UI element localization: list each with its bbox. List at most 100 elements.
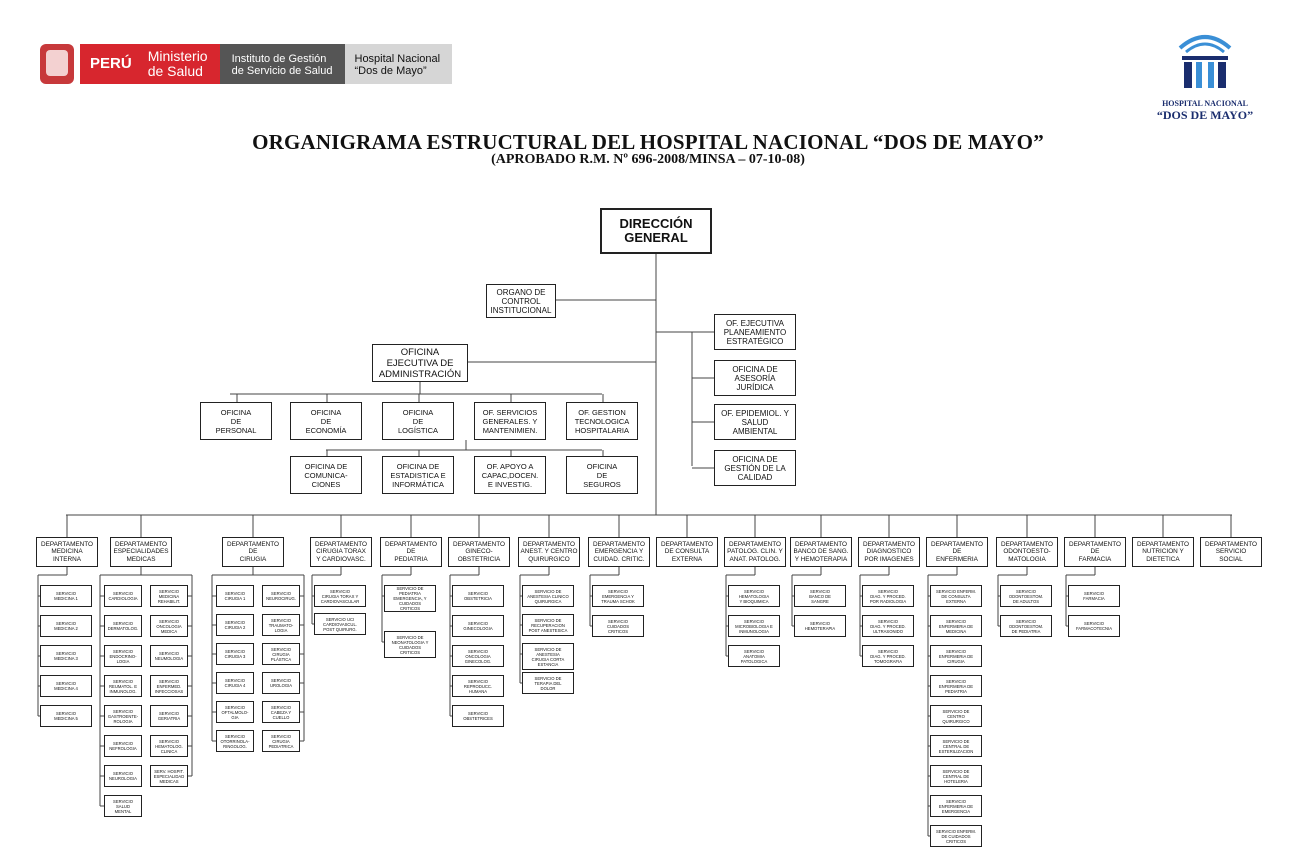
admin-office-4: OF. GESTION TECNOLOGICA HOSPITALARIA xyxy=(566,402,638,440)
hospital-label: Hospital Nacional “Dos de Mayo” xyxy=(344,44,453,84)
service-box: SERVICIO NEUROCIRUG. xyxy=(262,585,300,607)
service-box: SERVICIO DE ANESTESIA CLINICO QUIRURGICA xyxy=(522,585,574,607)
service-box: SERVICIO GERIATRIA xyxy=(150,705,188,727)
service-box: SERVICIO REPRODUCC. HUMANA xyxy=(452,675,504,697)
department-box-4: DEPARTAMENTO DE PEDIATRIA xyxy=(380,537,442,567)
admin-office-2: OFICINA DE LOGÍSTICA xyxy=(382,402,454,440)
department-box-2: DEPARTAMENTO DE CIRUGIA xyxy=(222,537,284,567)
department-box-9: DEPARTAMENTO PATOLOG. CLIN. Y ANAT. PATO… xyxy=(724,537,786,567)
service-box: SERVICIO TRAUMATO- LOGIA xyxy=(262,614,300,636)
department-box-12: DEPARTAMENTO DE ENFERMERIA xyxy=(926,537,988,567)
service-box: SERVICIO DIAG. Y PROCED. ULTRASONIDO xyxy=(862,615,914,637)
department-box-7: DEPARTAMENTO EMERGENCIA Y CUIDAD. CRITIC… xyxy=(588,537,650,567)
service-box: SERVICIO ENFERMERIA DE EMERGENCIA xyxy=(930,795,982,817)
service-box: SERVICIO NEUROLOGIA xyxy=(104,765,142,787)
admin-office-0: OFICINA DE PERSONAL xyxy=(200,402,272,440)
government-logo-bar: PERÚ Ministerio de Salud Instituto de Ge… xyxy=(40,40,453,88)
service-box: SERVICIO UCI CARDIOVASCUL. POST QUIRURG. xyxy=(314,613,366,635)
department-box-16: DEPARTAMENTO SERVICIO SOCIAL xyxy=(1200,537,1262,567)
service-box: SERVICIO SALUD MENTAL xyxy=(104,795,142,817)
peru-coat-of-arms-icon xyxy=(40,44,74,84)
service-box: SERVICIO ENDOCRINO- LOGIA xyxy=(104,645,142,667)
service-box: SERVICIO ONCOLOGIA MEDICA xyxy=(150,615,188,637)
department-box-11: DEPARTAMENTO DIAGNOSTICO POR IMAGENES xyxy=(858,537,920,567)
service-box: SERVICIO ODONTOESTOM. DE ADULTOS xyxy=(1000,585,1052,607)
service-box: SERVICIO DE ANESTESIA CIRUGIA CORTA ESTA… xyxy=(522,643,574,670)
service-box: SERVICIO ODONTOESTOM. DE PEDIATRIA xyxy=(1000,615,1052,637)
logo-line-1: HOSPITAL NACIONAL xyxy=(1162,99,1248,108)
ministerio-label: Ministerio de Salud xyxy=(141,44,220,84)
service-box: SERVICIO EMERGENCIA Y TRAUMA SCHOK xyxy=(592,585,644,607)
service-box: SERVICIO OFTALMOLO- GIA xyxy=(216,701,254,723)
service-box: SERVICIO DERMATOLOG. xyxy=(104,615,142,637)
service-box: SERVICIO MEDICINA 4 xyxy=(40,675,92,697)
service-box: SERVICIO DIAG. Y PROCED. POR RADIOLOGIA xyxy=(862,585,914,607)
service-box: SERVICIO DIAG. Y PROCED. TOMOGRAFIA xyxy=(862,645,914,667)
service-box: SERVICIO FARMACOTECNIA xyxy=(1068,615,1120,637)
right-office-0: OF. EJECUTIVA PLANEAMIENTO ESTRATÉGICO xyxy=(714,314,796,350)
department-box-8: DEPARTAMENTO DE CONSULTA EXTERNA xyxy=(656,537,718,567)
service-box: SERVICIO CIRUGIA 4 xyxy=(216,672,254,694)
service-box: SERVICIO DE CENTRAL DE HOTELERIA xyxy=(930,765,982,787)
service-box: SERVICIO ENFERM. DE CONSULTA EXTERNA xyxy=(930,585,982,607)
service-box: SERVICIO ENFERMED. INFECCIOSAS xyxy=(150,675,188,697)
oficina-administracion-box: OFICINA EJECUTIVA DE ADMINISTRACIÓN xyxy=(372,344,468,382)
organo-control-box: ORGANO DE CONTROL INSTITUCIONAL xyxy=(486,284,556,318)
service-box: SERVICIO BANCO DE SANGRE xyxy=(794,585,846,607)
service-box: SERVICIO CIRUGIA 3 xyxy=(216,643,254,665)
department-box-13: DEPARTAMENTO ODONTOESTO- MATOLOGIA xyxy=(996,537,1058,567)
hospital-logo: HOSPITAL NACIONAL “DOS DE MAYO” xyxy=(1140,28,1270,122)
service-box: SERVICIO GASTROENTE- ROLOGIA xyxy=(104,705,142,727)
service-box: SERVICIO HEMOTERAPIA xyxy=(794,615,846,637)
department-box-5: DEPARTAMENTO GINECO- OBSTETRICIA xyxy=(448,537,510,567)
service-box: SERVICIO ANATOMIA PATOLOGICA xyxy=(728,645,780,667)
service-box: SERVICIO CABEZA Y CUELLO xyxy=(262,701,300,723)
department-box-3: DEPARTAMENTO CIRUGIA TORAX Y CARDIOVASC. xyxy=(310,537,372,567)
service-box: SERVICIO DE CENTRO QUIRURGICO xyxy=(930,705,982,727)
department-box-10: DEPARTAMENTO BANCO DE SANG. Y HEMOTERAPI… xyxy=(790,537,852,567)
page-header: PERÚ Ministerio de Salud Instituto de Ge… xyxy=(0,0,1296,130)
department-box-14: DEPARTAMENTO DE FARMACIA xyxy=(1064,537,1126,567)
service-box: SERV. HOSPIT. ESPECIALIDAD MEDICAS xyxy=(150,765,188,787)
service-box: SERVICIO DE CENTRAL DE ESTERILIZACION xyxy=(930,735,982,757)
service-box: SERVICIO CIRUGIA PLÁSTICA xyxy=(262,643,300,665)
service-box: SERVICIO NEFROLOGIA xyxy=(104,735,142,757)
service-box: SERVICIO ENFERMERIA DE CIRUGIA xyxy=(930,645,982,667)
right-office-1: OFICINA DE ASESORÍA JURÍDICA xyxy=(714,360,796,396)
service-box: SERVICIO OBSTETRICES xyxy=(452,705,504,727)
service-box: SERVICIO MICROBIOLOGIA E INMUNOLOGIA xyxy=(728,615,780,637)
service-box: SERVICIO ENFERMERIA DE PEDIATRIA xyxy=(930,675,982,697)
peru-label: PERÚ xyxy=(80,44,142,84)
service-box: SERVICIO MEDICINA 1 xyxy=(40,585,92,607)
direccion-general-box: DIRECCIÓN GENERAL xyxy=(600,208,712,254)
service-box: SERVICIO CIRUGIA 2 xyxy=(216,614,254,636)
department-box-0: DEPARTAMENTO MEDICINA INTERNA xyxy=(36,537,98,567)
service-box: SERVICIO FARMACIA xyxy=(1068,585,1120,607)
service-box: SERVICIO ENFERM. DE CUIDADOS CRITICOS xyxy=(930,825,982,847)
hospital-building-icon xyxy=(1178,35,1232,88)
instituto-label: Instituto de Gestión de Servicio de Salu… xyxy=(219,44,345,84)
service-box: SERVICIO ONCOLOGIA GINECOLOG. xyxy=(452,645,504,667)
service-box: SERVICIO HEMATOLOG. CLINICA xyxy=(150,735,188,757)
service-box: SERVICIO GINECOLOGIA xyxy=(452,615,504,637)
service-box: SERVICIO CIRUGIA 1 xyxy=(216,585,254,607)
service-box: SERVICIO ENFERMERIA DE MEDICINA xyxy=(930,615,982,637)
service-box: SERVICIO DE RECUPERACION POST ANESTESICA xyxy=(522,614,574,636)
service-box: SERVICIO MEDICINA REHABILIT. xyxy=(150,585,188,607)
support-office-0: OFICINA DE COMUNICA- CIONES xyxy=(290,456,362,494)
service-box: SERVICIO HEMATOLOGIA Y BIOQUIMICA xyxy=(728,585,780,607)
page-title: ORGANIGRAMA ESTRUCTURAL DEL HOSPITAL NAC… xyxy=(252,130,1044,154)
service-box: SERVICIO CARDIOLOGIA xyxy=(104,585,142,607)
service-box: SERVICIO MEDICINA 3 xyxy=(40,645,92,667)
service-box: SERVICIO OTORRINOLA- RINGOLOG. xyxy=(216,730,254,752)
department-box-15: DEPARTAMENTO NUTRICION Y DIETETICA xyxy=(1132,537,1194,567)
support-office-1: OFICINA DE ESTADISTICA E INFORMÁTICA xyxy=(382,456,454,494)
page-subtitle: (APROBADO R.M. Nº 696-2008/MINSA – 07-10… xyxy=(491,152,805,167)
admin-office-1: OFICINA DE ECONOMÍA xyxy=(290,402,362,440)
logo-line-2: “DOS DE MAYO” xyxy=(1156,108,1254,122)
service-box: SERVICIO NEUMOLOGIA xyxy=(150,645,188,667)
service-box: SERVICIO CIRUGIA PEDIATRICA xyxy=(262,730,300,752)
service-box: SERVICIO REUMATOL. E INMUNOLOG. xyxy=(104,675,142,697)
